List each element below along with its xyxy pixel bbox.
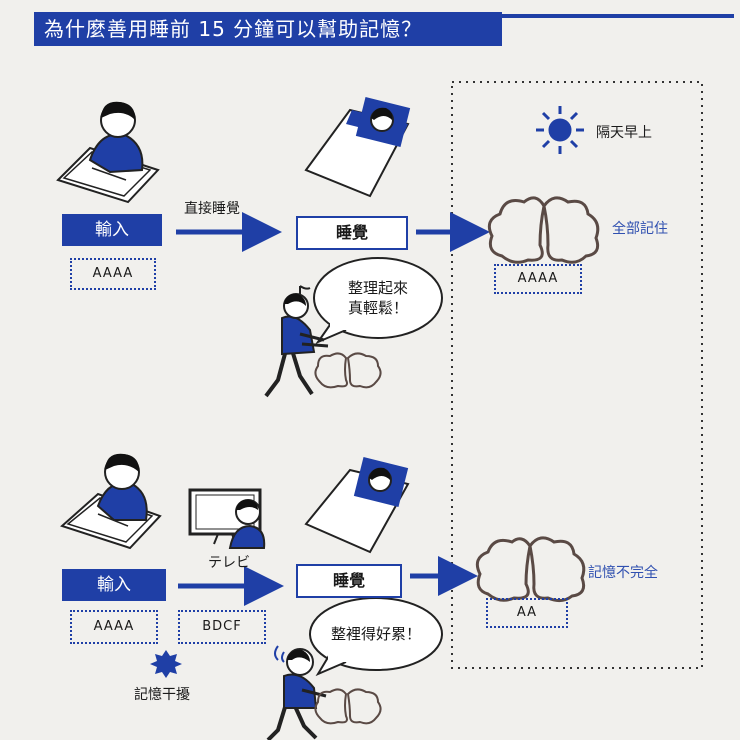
tv-memory-bottom: BDCF [178,610,266,644]
sleeping-in-bed-icon-top [304,97,411,198]
sleeping-in-bed-icon-bottom [304,457,410,554]
walking-person-icon-top [264,293,329,398]
interference-label: 記憶干擾 [134,687,190,703]
next-morning-label: 隔天早上 [596,125,652,141]
tired-person-icon-bottom [266,645,327,740]
result-memory-bottom: AA [486,598,568,628]
tv-watcher-icon [228,499,266,549]
arrow-caption-direct-sleep: 直接睡覺 [184,201,240,217]
tv-caption: テレビ [208,555,250,571]
input-memory-bottom: AAAA [70,610,158,644]
result-label-top: 全部記住 [612,221,668,237]
brain-cloud-icon-top [487,196,600,264]
brain-cloud-icon-bottom [475,536,586,603]
studying-person-icon-top [56,101,160,204]
result-label-bottom: 記憶不完全 [588,565,658,581]
sleep-label-top: 睡覺 [296,216,408,250]
speech-text-top: 整理起來 真輕鬆！ [347,279,408,317]
speech-bubble-top [313,257,443,345]
small-brain-icon-bottom [314,688,382,725]
sleep-label-bottom: 睡覺 [296,564,402,598]
small-brain-icon-top [314,352,382,389]
speech-text-bottom: 整裡得好累！ [330,625,421,643]
input-label-top: 輸入 [62,214,162,246]
result-memory-top: AAAA [494,264,582,294]
input-memory-top: AAAA [70,258,156,290]
speech-bubble-bottom [309,597,443,677]
page-title: 為什麼善用睡前 15 分鐘可以幫助記憶？ [34,12,502,46]
next-morning-frame [451,81,703,669]
sun-icon [536,106,584,154]
studying-person-icon-bottom [60,453,162,550]
interference-burst-icon [150,650,182,678]
input-label-bottom: 輸入 [62,569,166,601]
